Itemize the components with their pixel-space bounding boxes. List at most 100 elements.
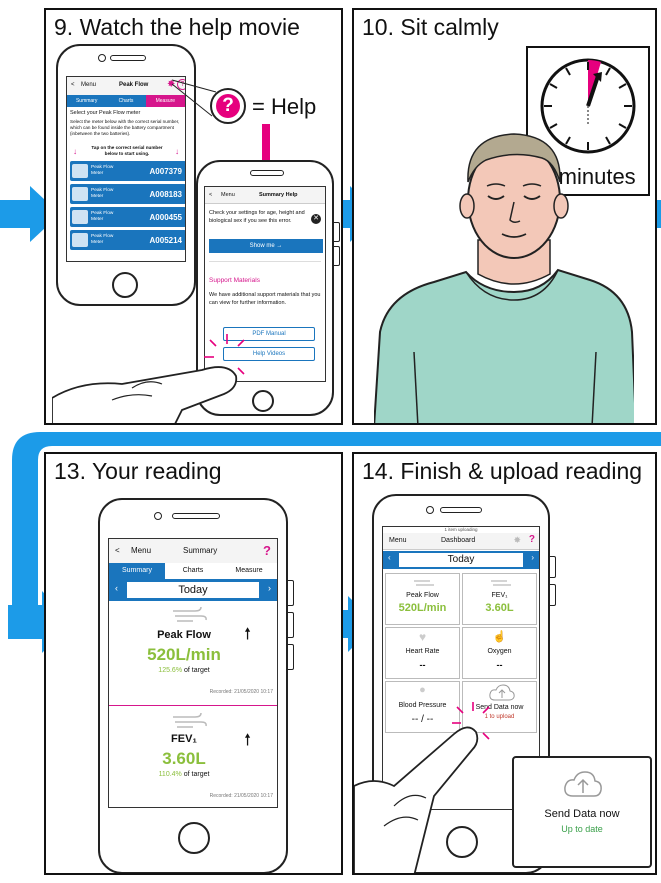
tab-measure[interactable]: Measure — [235, 567, 263, 574]
tab-bar: Summary Charts Measure — [67, 95, 185, 107]
settings-gear-icon[interactable]: ✸ — [513, 535, 521, 545]
meter-name: Peak Flow Meter — [91, 188, 114, 199]
meter-thumbnail — [72, 187, 88, 201]
help-label: = Help — [252, 94, 317, 119]
oxygen-icon: ☝ — [492, 631, 507, 643]
meter-serial: A005214 — [149, 236, 182, 245]
wind-icon — [173, 713, 207, 728]
tab-charts[interactable]: Charts — [182, 567, 204, 574]
next-period-icon[interactable]: › — [531, 553, 534, 562]
meter-serial: A000455 — [149, 213, 182, 222]
help-button[interactable]: ? — [528, 534, 535, 545]
tile-value: 3.60L — [485, 602, 514, 614]
meter-list: Peak Flow Meter A007379 Peak Flow Meter … — [70, 161, 185, 250]
upload-status: 1 item uploading — [444, 527, 478, 532]
phone-screen: < Menu Summary ? Summary Charts Measure … — [108, 538, 278, 808]
screen-title: Summary — [183, 546, 218, 555]
tile-value: -- — [419, 660, 426, 670]
meter-name: Peak Flow Meter — [91, 234, 114, 245]
wind-icon — [491, 580, 511, 586]
callout-lines — [171, 79, 217, 117]
wind-icon — [173, 607, 207, 622]
tab-charts[interactable]: Charts — [118, 98, 134, 104]
meter-serial: A008183 — [149, 190, 182, 199]
tile-label: Blood Pressure — [398, 702, 447, 709]
show-me-button[interactable]: Show me → — [209, 239, 323, 253]
hand-illustration — [354, 726, 479, 873]
prev-period-icon[interactable]: ‹ — [115, 583, 118, 593]
tile-send-data[interactable]: Send Data now 1 to upload — [462, 681, 537, 733]
tab-summary[interactable]: Summary — [75, 98, 98, 104]
period-selector[interactable]: ‹ Today › — [109, 579, 277, 601]
panel-step-13: 13. Your reading < Menu Summary ? Summar… — [44, 452, 343, 875]
tile-value: -- / -- — [411, 714, 434, 725]
reading-name: Peak Flow — [157, 629, 211, 641]
tile-peak-flow[interactable]: Peak Flow 520L/min — [385, 573, 460, 625]
panel-step-9: 9. Watch the help movie < Menu Peak Flow… — [44, 8, 343, 425]
home-button[interactable] — [252, 390, 274, 412]
tile-label: Heart Rate — [405, 648, 440, 655]
home-button[interactable] — [112, 272, 138, 298]
target-percent: 110.4% — [158, 771, 182, 778]
tile-blood-pressure[interactable]: ● Blood Pressure -- / -- — [385, 681, 460, 733]
home-button[interactable] — [446, 826, 478, 858]
screen-title: Summary Help — [259, 192, 298, 198]
settings-gear-icon[interactable]: ✸ — [167, 79, 176, 90]
support-title: Support Materials — [209, 277, 260, 284]
panel-step-14: 14. Finish & upload reading 1 item uploa… — [352, 452, 657, 875]
help-icon-small[interactable]: ? — [177, 79, 185, 90]
menu-button[interactable]: Menu — [389, 537, 407, 544]
reading-value: 3.60L — [162, 749, 206, 768]
tile-label: Peak Flow — [406, 592, 439, 599]
reading-value: 520L/min — [147, 645, 221, 664]
next-period-icon[interactable]: › — [268, 583, 271, 593]
panel-step-10: 10. Sit calmly 2 minutes — [352, 8, 657, 425]
upload-popup[interactable]: Send Data now Up to date — [512, 756, 652, 868]
tile-heart-rate[interactable]: ♥ Heart Rate -- — [385, 627, 460, 679]
period-label: Today — [127, 582, 259, 598]
meter-item[interactable]: Peak Flow Meter A000455 — [70, 207, 185, 227]
meter-instructions: Select your Peak Flow meter — [70, 110, 141, 116]
target-suffix: of target — [184, 667, 210, 674]
reading-card: Peak Flow 🠕 520L/min 125.6% of target Re… — [109, 603, 277, 706]
person-illustration — [374, 133, 634, 423]
back-button[interactable]: < — [71, 82, 75, 88]
tab-measure[interactable]: Measure — [145, 95, 185, 107]
menu-button[interactable]: Menu — [131, 546, 152, 555]
tile-label: Send Data now — [475, 704, 524, 711]
meter-item[interactable]: Peak Flow Meter A007379 — [70, 161, 185, 181]
tile-fev1[interactable]: FEV₁ 3.60L — [462, 573, 537, 625]
phone-screen: 1 item uploading Menu Dashboard ✸ ? ‹ To… — [382, 526, 540, 810]
meter-thumbnail — [72, 164, 88, 178]
panel-title: 14. Finish & upload reading — [362, 458, 643, 484]
menu-button[interactable]: Menu — [81, 82, 97, 88]
panel-title: 13. Your reading — [54, 458, 222, 484]
divider — [209, 261, 321, 262]
home-button[interactable] — [178, 822, 210, 854]
meter-item[interactable]: Peak Flow Meter A008183 — [70, 184, 185, 204]
tab-summary[interactable]: Summary — [109, 563, 165, 579]
hand-illustration — [52, 366, 238, 423]
person-icon: ● — [419, 684, 426, 696]
meter-item[interactable]: Peak Flow Meter A005214 — [70, 230, 185, 250]
tile-oxygen[interactable]: ☝ Oxygen -- — [462, 627, 537, 679]
meter-description: Select the meter below with the correct … — [70, 119, 180, 136]
back-button[interactable]: < — [209, 192, 213, 198]
period-selector[interactable]: ‹ Today › — [383, 551, 539, 569]
prev-period-icon[interactable]: ‹ — [388, 553, 391, 562]
meter-name: Peak Flow Meter — [91, 211, 114, 222]
meter-serial: A007379 — [149, 167, 182, 176]
back-button[interactable]: < — [115, 546, 120, 555]
menu-button[interactable]: Menu — [221, 192, 235, 198]
recorded-time: Recorded: 21/05/2020 10:17 — [209, 689, 273, 695]
tile-value: 1 to upload — [484, 714, 515, 720]
help-videos-button[interactable]: Help Videos — [223, 347, 315, 361]
close-icon[interactable]: ✕ — [311, 214, 321, 224]
pdf-manual-button[interactable]: PDF Manual — [223, 327, 315, 341]
reading-card: FEV₁ 🠕 3.60L 110.4% of target Recorded: … — [109, 709, 277, 807]
phone-dashboard: 1 item uploading Menu Dashboard ✸ ? ‹ To… — [372, 494, 556, 873]
help-button[interactable]: ? — [263, 543, 271, 558]
dashboard-grid: Peak Flow 520L/min FEV₁ 3.60L ♥ Heart Ra… — [385, 573, 537, 733]
tile-value: 520L/min — [398, 602, 447, 614]
period-label: Today — [399, 553, 523, 567]
